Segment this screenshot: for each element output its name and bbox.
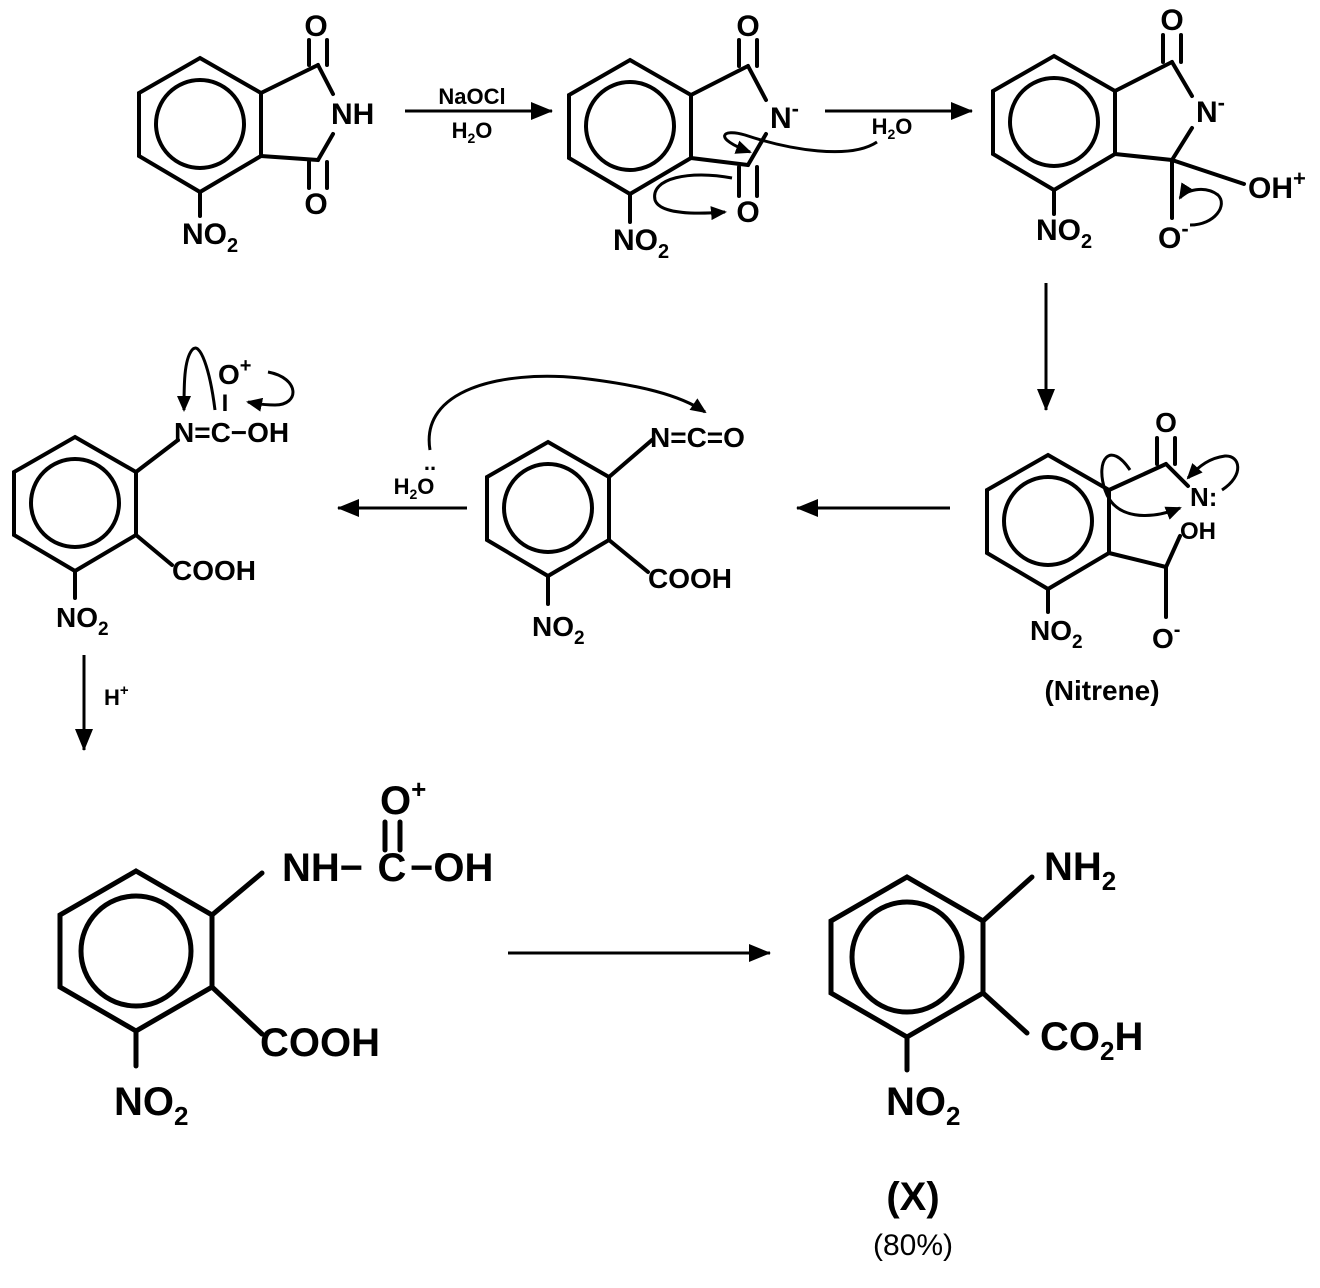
nitro-label: NO2 (532, 611, 585, 649)
carbonyl-oxygen-top: O (304, 10, 327, 43)
arrow-step1: NaOCl H2O (405, 84, 553, 146)
carbonyl-oxygen: O (1155, 407, 1177, 438)
hydroxyl-label: OH (1180, 518, 1216, 545)
carbamate-oh-label: −OH (410, 846, 493, 890)
reagent-water-3: H2O (394, 474, 435, 502)
nitrene-caption: (Nitrene) (1044, 675, 1159, 706)
nitro-label: NO2 (1036, 214, 1092, 253)
molecule-carbamate: NH− C −OH O+ COOH NO2 (57, 774, 493, 1131)
carbonyl-oxygen-top: O (736, 10, 759, 43)
molecule-nitrene: O N: OH O- NO2 (Nitrene) (985, 407, 1240, 706)
curly-arrow-migration (1100, 453, 1182, 520)
curly-arrow-ring-opening (1178, 182, 1223, 227)
carbonyl-oxygen-bottom: O (736, 196, 759, 229)
yield-label: (80%) (873, 1229, 953, 1262)
aromatic-circle (78, 893, 194, 1009)
arrow-step5: H2O .. (337, 450, 467, 517)
aromatic-circle (154, 78, 246, 170)
alkoxide-label: O- (1158, 216, 1189, 255)
arrow-step6: H+ (75, 655, 129, 751)
carbamic-single-bond-mark: I (222, 390, 229, 417)
oxonium-label: O+ (218, 355, 251, 390)
molecule-product-x: NH2 CO2H NO2 (X) (80%) (828, 845, 1143, 1262)
reagent-water-1: H2O (452, 118, 493, 146)
molecule-tetrahedral-intermediate: O N- OH+ O- NO2 (991, 4, 1306, 255)
nitro-label: NO2 (56, 602, 109, 640)
aromatic-circle (584, 80, 676, 172)
oxonium-label: OH+ (1248, 166, 1306, 205)
aromatic-circle (849, 899, 965, 1015)
aromatic-circle (1002, 475, 1094, 567)
product-name-label: (X) (886, 1175, 939, 1219)
carboxyl-label: COOH (648, 563, 732, 594)
isocyanate-label: N=C=O (650, 422, 745, 453)
nitro-label: NO2 (1030, 615, 1083, 653)
carboxylic-acid-label: CO2H (1040, 1015, 1143, 1066)
carbamic-row-label: N=C−OH (174, 417, 289, 448)
anion-n-label: N- (1196, 90, 1225, 129)
nitro-label: NO2 (886, 1080, 960, 1131)
reagent-water-2: H2O (872, 114, 913, 142)
nitrene-n-label: N: (1190, 482, 1217, 512)
aromatic-circle (29, 457, 121, 549)
nitro-label: NO2 (114, 1080, 188, 1131)
molecule-carbamic-intermediate: N=C−OH I O+ COOH NO2 (12, 346, 295, 640)
molecule-imide-anion: O O N- NO2 (567, 10, 878, 263)
oxonium-label: O+ (380, 774, 426, 823)
arrow-step2: H2O (825, 102, 973, 142)
curly-arrow-nitrene (1186, 454, 1240, 492)
curly-arrow-water-attack (723, 131, 878, 154)
curly-arrow-water-isocyanate (427, 374, 707, 451)
curly-arrow-n-protonation (177, 346, 217, 412)
aromatic-circle (1008, 76, 1100, 168)
molecule-nitrophthalimide: O O NH NO2 (137, 10, 374, 257)
carbamate-nh-label: NH− (282, 846, 363, 890)
carbonyl-oxygen-top: O (1160, 4, 1183, 37)
carbamate-carbon-label: C (378, 846, 407, 890)
carbonyl-oxygen-bottom: O (304, 188, 327, 221)
reagent-acid: H+ (104, 682, 129, 710)
nitro-label: NO2 (613, 224, 669, 263)
imide-nh-label: NH (331, 98, 374, 131)
nitro-label: NO2 (182, 218, 238, 257)
alkoxide-label: O- (1152, 619, 1180, 654)
carboxyl-label: COOH (172, 555, 256, 586)
lone-pair-dots: .. (424, 450, 436, 475)
reagent-naocl: NaOCl (438, 84, 505, 109)
amine-label: NH2 (1044, 845, 1116, 896)
molecule-isocyanate: N=C=O COOH NO2 (485, 422, 745, 649)
curly-arrow-oxonium (246, 370, 295, 412)
carboxyl-label: COOH (260, 1021, 380, 1065)
aromatic-circle (502, 462, 594, 554)
imide-anion-n-label: N- (770, 96, 799, 135)
curly-arrow-carbonyl (653, 173, 733, 221)
